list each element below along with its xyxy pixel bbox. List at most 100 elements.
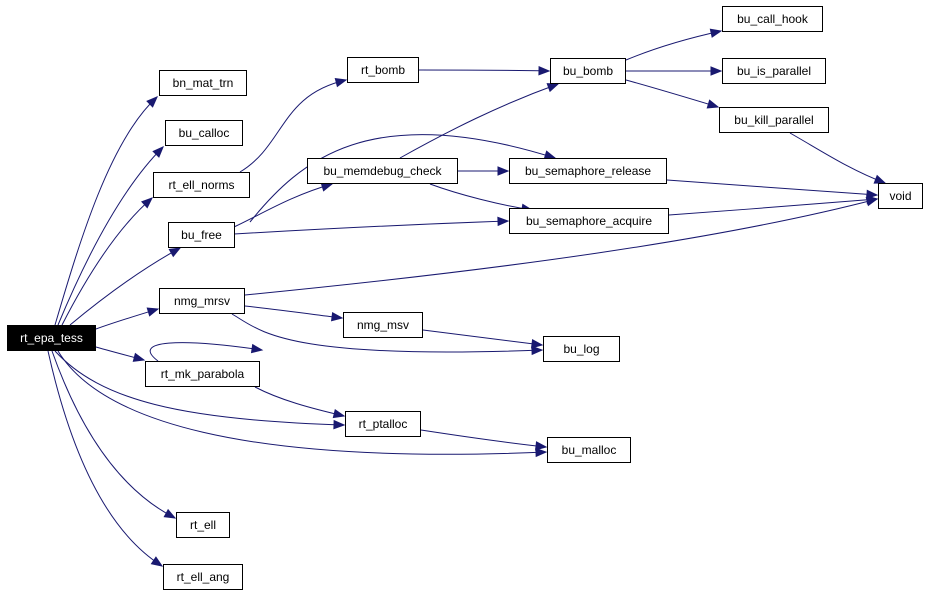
edge-rt-ell-norms-to-rt-bomb xyxy=(239,78,348,173)
edge-rt-epa-tess-to-rt-ptalloc xyxy=(54,350,346,430)
node-bu-log[interactable]: bu_log xyxy=(543,336,620,362)
node-bu-free[interactable]: bu_free xyxy=(168,222,235,248)
node-bu-call-hook[interactable]: bu_call_hook xyxy=(722,6,823,32)
arrowhead xyxy=(497,166,510,176)
edge-bu-free-to-bu-semaphore-acquire xyxy=(233,216,510,235)
edge-bu-bomb-to-bu-call-hook xyxy=(625,28,723,61)
arrowhead xyxy=(706,99,720,109)
node-rt-ell-ang[interactable]: rt_ell_ang xyxy=(163,564,243,590)
edge-line xyxy=(61,197,153,326)
edge-line xyxy=(244,305,343,319)
edge-rt-epa-tess-to-nmg-mrsv xyxy=(95,307,160,330)
node-bu-memdebug-check[interactable]: bu_memdebug_check xyxy=(307,158,458,184)
node-rt-ell[interactable]: rt_ell xyxy=(176,512,230,538)
edge-nmg-mrsv-to-bu-log xyxy=(231,313,544,356)
edge-line xyxy=(54,96,158,326)
edge-rt-mk-parabola-to-rt-ptalloc xyxy=(254,386,346,419)
edge-line xyxy=(418,69,550,72)
edge-line xyxy=(789,132,886,184)
edge-line xyxy=(249,134,556,223)
edge-nmg-mrsv-to-nmg-msv xyxy=(244,305,344,322)
node-bu-semaphore-release[interactable]: bu_semaphore_release xyxy=(509,158,667,184)
edge-bu-memdebug-check-to-bu-bomb xyxy=(399,83,560,159)
node-bu-malloc[interactable]: bu_malloc xyxy=(547,437,631,463)
node-rt-bomb[interactable]: rt_bomb xyxy=(347,57,419,83)
arrowhead xyxy=(531,345,544,356)
edge-bu-bomb-to-bu-is-parallel xyxy=(626,66,723,76)
edge-rt-ptalloc-to-bu-malloc xyxy=(420,429,548,451)
edge-line xyxy=(57,146,164,326)
edge-rt-epa-tess-to-rt-ell-norms xyxy=(61,197,154,326)
edge-rt-bomb-to-bu-bomb xyxy=(418,66,551,76)
edge-bu-memdebug-check-to-bu-semaphore-release xyxy=(457,166,510,176)
edge-line xyxy=(149,342,263,362)
node-bu-kill-parallel[interactable]: bu_kill_parallel xyxy=(719,107,829,133)
edge-rt-epa-tess-to-rt-ell xyxy=(51,350,177,519)
edge-line xyxy=(399,83,559,159)
edge-line xyxy=(420,429,547,448)
edge-line xyxy=(429,183,533,211)
arrowhead xyxy=(163,508,177,519)
arrowhead xyxy=(333,419,346,430)
node-bu-is-parallel[interactable]: bu_is_parallel xyxy=(722,58,826,84)
edge-rt-epa-tess-to-rt-ell-ang xyxy=(47,350,164,567)
edge-rt-epa-tess-to-bu-malloc xyxy=(57,350,548,458)
arrowhead xyxy=(538,66,551,76)
edge-bu-kill-parallel-to-void xyxy=(789,132,887,184)
arrowhead xyxy=(535,441,548,451)
edge-line xyxy=(666,179,878,196)
edge-rt-epa-tess-to-bu-free xyxy=(69,247,182,326)
edge-bu-semaphore-release-to-void xyxy=(666,179,879,200)
node-rt-ptalloc[interactable]: rt_ptalloc xyxy=(345,411,421,437)
node-bn-mat-trn[interactable]: bn_mat_trn xyxy=(159,70,247,96)
edge-line xyxy=(625,30,722,61)
node-void[interactable]: void xyxy=(878,183,923,209)
edge-rt-epa-tess-to-bn-mat-trn xyxy=(54,96,158,326)
edge-line xyxy=(231,313,543,353)
arrowhead xyxy=(546,83,560,93)
node-rt-epa-tess[interactable]: rt_epa_tess xyxy=(7,325,96,351)
arrowhead xyxy=(141,197,154,209)
edge-nmg-msv-to-bu-log xyxy=(422,329,544,349)
edge-line xyxy=(422,329,543,346)
arrowhead xyxy=(152,146,164,158)
edge-line xyxy=(239,79,347,173)
arrowhead xyxy=(497,216,510,227)
edge-bu-bomb-to-bu-kill-parallel xyxy=(625,79,720,109)
edge-rt-epa-tess-to-bu-calloc xyxy=(57,146,164,326)
edge-line xyxy=(57,350,547,455)
arrowhead xyxy=(132,352,146,362)
node-nmg-mrsv[interactable]: nmg_mrsv xyxy=(159,288,245,314)
arrowhead xyxy=(710,66,723,76)
arrowhead xyxy=(250,343,264,354)
arrowhead xyxy=(330,311,344,322)
node-bu-semaphore-acquire[interactable]: bu_semaphore_acquire xyxy=(509,208,669,234)
arrowhead xyxy=(150,556,164,567)
edge-line xyxy=(233,220,509,235)
arrowhead xyxy=(332,408,346,419)
node-rt-mk-parabola[interactable]: rt_mk_parabola xyxy=(145,361,260,387)
arrowhead xyxy=(709,28,723,38)
arrowhead xyxy=(146,307,160,317)
arrowhead xyxy=(873,174,887,184)
edge-line xyxy=(51,350,176,519)
arrowhead xyxy=(168,247,182,258)
edge-line xyxy=(233,183,333,228)
edge-bu-semaphore-acquire-to-void xyxy=(668,195,879,216)
node-bu-calloc[interactable]: bu_calloc xyxy=(165,120,243,146)
node-bu-bomb[interactable]: bu_bomb xyxy=(550,58,626,84)
edge-line xyxy=(668,198,878,216)
arrowhead xyxy=(146,96,158,108)
edge-line xyxy=(54,350,345,426)
arrowhead xyxy=(334,78,348,88)
arrowhead xyxy=(535,447,548,458)
edge-line xyxy=(254,386,345,417)
node-nmg-msv[interactable]: nmg_msv xyxy=(343,312,423,338)
edge-line xyxy=(69,247,181,326)
arrowhead xyxy=(531,339,544,349)
node-rt-ell-norms[interactable]: rt_ell_norms xyxy=(153,172,250,198)
edge-line xyxy=(47,350,163,567)
edge-rt-mk-parabola-to-rt-mk-parabola xyxy=(149,342,264,362)
